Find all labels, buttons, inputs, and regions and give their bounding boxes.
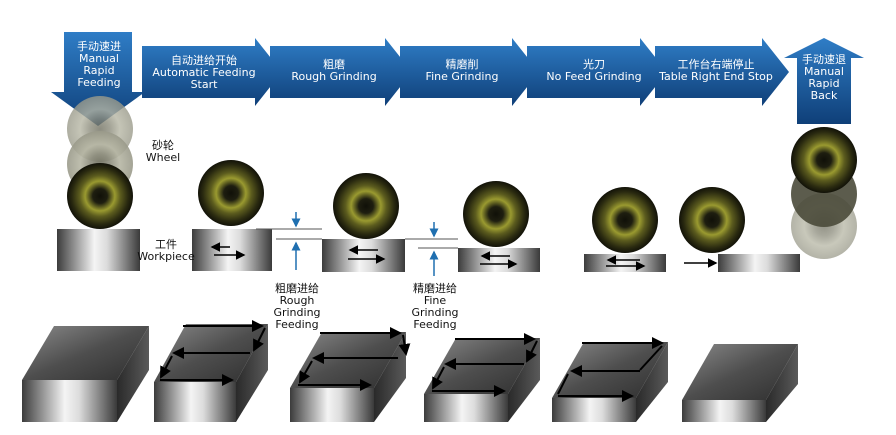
workpiece-5 (584, 254, 666, 272)
workpiece-label-en: Workpiece (137, 250, 195, 263)
step-2-zh: 粗磨 (323, 58, 345, 71)
block-4 (424, 333, 540, 422)
workpiece-1 (57, 229, 140, 271)
process-banner (51, 32, 864, 126)
step-3-en: Fine Grinding (425, 70, 499, 83)
rough-feed-en1: Rough (279, 294, 315, 307)
step-1-zh: 自动进给开始 (171, 54, 237, 67)
step-arrow-manual-rapid-feeding (51, 32, 145, 126)
workpiece-label: 工件 Workpiece (133, 239, 199, 263)
step-arrow-rough-grinding (270, 38, 412, 106)
wheel-5 (592, 187, 658, 253)
step-label-3: 精磨削 Fine Grinding (402, 59, 522, 83)
step-arrow-manual-rapid-back (784, 38, 864, 124)
fine-feed-en2: Grinding (411, 306, 459, 319)
step-arrow-no-feed-grinding (527, 38, 667, 106)
step-label-1: 自动进给开始 Automatic Feeding Start (144, 55, 264, 91)
step-1-en: Automatic Feeding Start (152, 66, 256, 91)
wheel-2 (198, 160, 264, 226)
block-2 (154, 320, 268, 422)
fine-feed-en3: Feeding (413, 318, 457, 331)
rough-feed-label: 粗磨进给 Rough Grinding Feeding (262, 283, 332, 331)
step-arrow-fine-grinding (400, 38, 539, 106)
step-5-en: Table Right End Stop (659, 70, 773, 83)
step-0-en: Manual Rapid Feeding (77, 52, 121, 89)
rough-feed-en2: Grinding (273, 306, 321, 319)
step-label-0: 手动速进 Manual Rapid Feeding (58, 41, 140, 89)
workpiece-6 (718, 254, 800, 272)
fine-feed-zh: 精磨进给 (413, 282, 457, 295)
step-5-zh: 工作台右端停止 (677, 58, 755, 71)
step-arrow-automatic-feeding-start (142, 38, 282, 106)
blocks-3d (22, 320, 798, 422)
wheels (67, 96, 857, 259)
step-label-4: 光刀 No Feed Grinding (532, 59, 656, 83)
step-arrow-table-right-end-stop (655, 38, 789, 106)
fine-feed-label: 精磨进给 Fine Grinding Feeding (400, 283, 470, 331)
workpieces-side (57, 229, 800, 272)
rough-feed-en3: Feeding (275, 318, 319, 331)
fine-feed-en1: Fine (423, 294, 447, 307)
step-label-5: 工作台右端停止 Table Right End Stop (656, 59, 776, 83)
wheel-1 (67, 163, 133, 229)
workpiece-3 (322, 239, 405, 272)
workpiece-2 (192, 229, 272, 271)
workpiece-4 (458, 248, 540, 272)
feed-markers (256, 212, 458, 276)
step-3-zh: 精磨削 (445, 58, 479, 71)
rough-feed-zh: 粗磨进给 (275, 282, 319, 295)
wheel-7 (791, 127, 857, 193)
block-3 (290, 327, 411, 422)
block-6 (682, 344, 798, 422)
step-2-en: Rough Grinding (291, 70, 377, 83)
wheel-label-zh: 砂轮 (152, 139, 174, 152)
step-4-en: No Feed Grinding (546, 70, 642, 83)
wheel-6 (679, 187, 745, 253)
block-5 (552, 337, 668, 422)
step-label-6: 手动速退 Manual Rapid Back (790, 54, 858, 102)
step-0-zh: 手动速进 (77, 40, 121, 53)
wheel-label: 砂轮 Wheel (142, 140, 184, 164)
wheel-3 (333, 173, 399, 239)
block-1 (22, 326, 149, 422)
wheel-4 (463, 181, 529, 247)
step-6-en: Manual Rapid Back (804, 65, 844, 102)
step-6-zh: 手动速退 (802, 53, 846, 66)
wheel-label-en: Wheel (145, 151, 181, 164)
step-label-2: 粗磨 Rough Grinding (274, 59, 394, 83)
step-4-zh: 光刀 (583, 58, 605, 71)
workpiece-label-zh: 工件 (155, 238, 177, 251)
